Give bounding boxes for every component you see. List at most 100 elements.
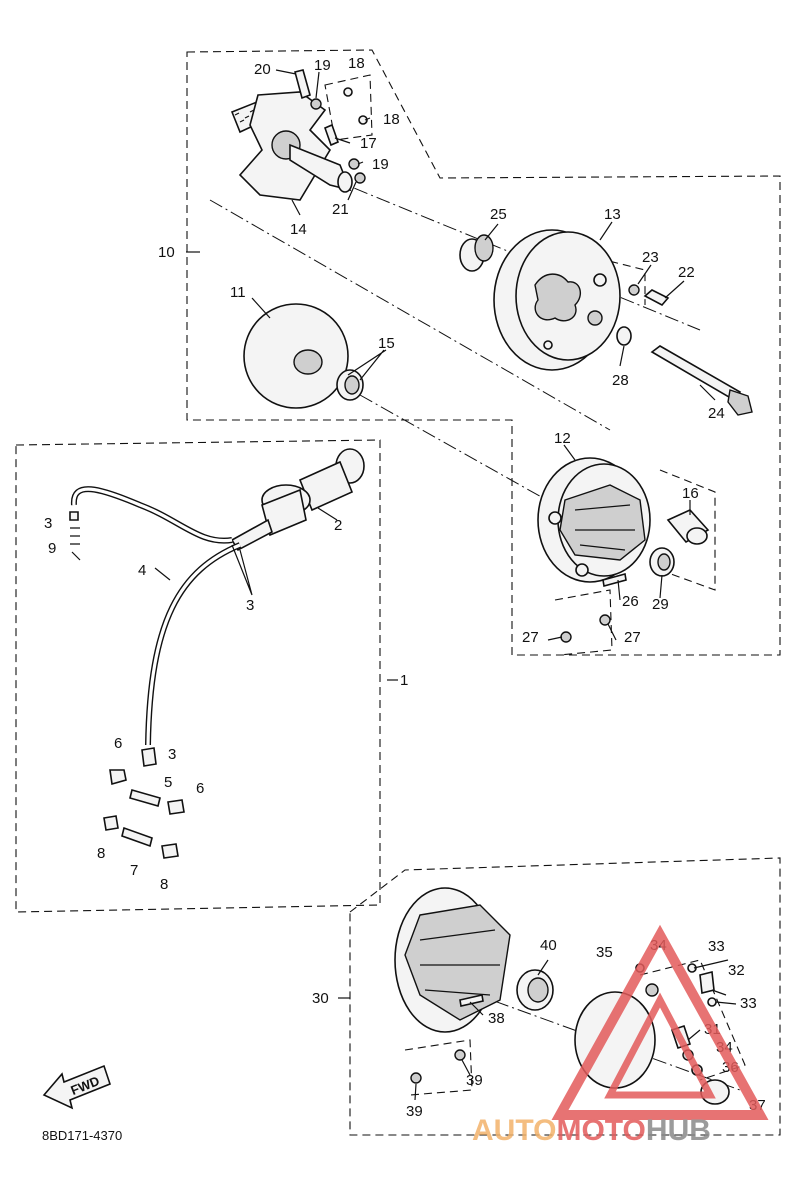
washer-33-lower	[707, 997, 717, 1007]
nut-39-left	[410, 1072, 422, 1084]
callout-35: 35	[596, 944, 613, 961]
callout-3-bottom: 3	[168, 746, 176, 763]
nut-27-left	[560, 631, 572, 643]
inner-box-39	[404, 1039, 473, 1096]
watermark-logo: AUTOMOTOHUB	[472, 924, 769, 1147]
fwd-arrow: FWD	[42, 1064, 111, 1110]
callout-17: 17	[360, 135, 377, 152]
callout-39-left: 39	[406, 1103, 423, 1120]
callout-8-right: 8	[160, 876, 168, 893]
hardware-17-21	[294, 69, 368, 184]
part-14-spider-shaft	[230, 91, 353, 201]
part-13-cover	[493, 229, 621, 371]
callout-33-lower: 33	[740, 995, 757, 1012]
callout-39-right: 39	[466, 1072, 483, 1089]
callout-20: 20	[254, 61, 271, 78]
inner-box-16-29	[659, 469, 716, 591]
nut-19-upper	[310, 98, 322, 110]
callout-14: 14	[290, 221, 307, 238]
pin-17	[323, 123, 340, 147]
callout-25: 25	[490, 206, 507, 223]
inner-box-27	[554, 589, 613, 656]
callout-40: 40	[540, 937, 557, 954]
group-30-outline	[349, 857, 781, 1136]
fitting-7	[121, 826, 153, 848]
inner-box-31-36	[639, 959, 746, 1081]
group-10-outline	[186, 49, 781, 656]
callout-23: 23	[642, 249, 659, 266]
fitting-8-right	[161, 843, 179, 859]
callout-32: 32	[728, 962, 745, 979]
part-4-hoses	[70, 486, 242, 746]
callout-24: 24	[708, 405, 725, 422]
callout-22: 22	[678, 264, 695, 281]
callout-10: 10	[158, 244, 175, 261]
callout-7: 7	[130, 862, 138, 879]
group-1-outline	[15, 439, 381, 913]
clamp-3-bottom	[141, 747, 157, 767]
callout-28: 28	[612, 372, 629, 389]
callout-11: 11	[230, 284, 246, 301]
callout-8-left: 8	[97, 845, 105, 862]
diagram-code: 8BD171-4370	[42, 1128, 122, 1143]
hardware-26-27	[560, 572, 627, 643]
part-25-bushing	[459, 234, 494, 272]
watermark-text: AUTOMOTOHUB	[472, 1114, 711, 1147]
part-24-long-bolt	[650, 345, 753, 416]
inner-box-18	[324, 74, 373, 141]
fitting-6-right	[167, 799, 185, 815]
callout-6-left: 6	[114, 735, 122, 752]
part-30-secondary	[394, 887, 730, 1105]
callout-5: 5	[164, 774, 172, 791]
parts-16-29	[649, 509, 710, 577]
pin-38	[459, 994, 484, 1007]
part-11-sheave	[243, 303, 349, 409]
callout-19-upper: 19	[314, 57, 331, 74]
nut-21	[354, 172, 366, 184]
callout-13: 13	[604, 206, 621, 223]
callout-27-right: 27	[624, 629, 641, 646]
washer-18-lower	[358, 115, 368, 125]
callout-16: 16	[682, 485, 699, 502]
watermark-triangle-inner	[604, 992, 716, 1099]
clamp-3-top	[69, 511, 79, 521]
callout-19-lower: 19	[372, 156, 389, 173]
leader-lines	[154, 69, 737, 1101]
nut-39-right	[454, 1049, 466, 1061]
washer-18-upper	[343, 87, 353, 97]
callout-3-mid: 3	[246, 597, 254, 614]
nut-23	[628, 284, 640, 296]
callout-9: 9	[48, 540, 56, 557]
callout-27-left: 27	[522, 629, 539, 646]
callout-18-upper: 18	[348, 55, 365, 72]
bolt-20	[294, 69, 311, 100]
callout-4: 4	[138, 562, 146, 579]
part-2-valve	[230, 448, 365, 552]
callout-12: 12	[554, 430, 571, 447]
callout-15: 15	[378, 335, 395, 352]
callout-2: 2	[334, 517, 342, 534]
callout-29: 29	[652, 596, 669, 613]
callout-38: 38	[488, 1010, 505, 1027]
part-12-movable-sheave	[537, 457, 651, 583]
nut-19-lower	[348, 158, 360, 170]
callout-30: 30	[312, 990, 329, 1007]
nut-27-right	[599, 614, 611, 626]
hose-fittings	[69, 511, 185, 859]
washer-28	[616, 326, 632, 346]
callout-1: 1	[400, 672, 408, 689]
fitting-5	[129, 789, 161, 807]
bolt-22	[643, 289, 670, 307]
callout-21: 21	[332, 201, 349, 218]
pin-26	[602, 572, 627, 588]
fitting-8-left	[103, 815, 119, 831]
callout-33-upper: 33	[708, 938, 725, 955]
fitting-9	[70, 527, 81, 561]
callout-18-lower: 18	[383, 111, 400, 128]
hardware-22-23-28	[616, 284, 670, 346]
axis-line-outer	[209, 199, 611, 431]
part-15-bushing	[336, 369, 364, 401]
watermark-triangle-outer	[551, 924, 769, 1120]
fitting-6-left	[109, 769, 127, 786]
